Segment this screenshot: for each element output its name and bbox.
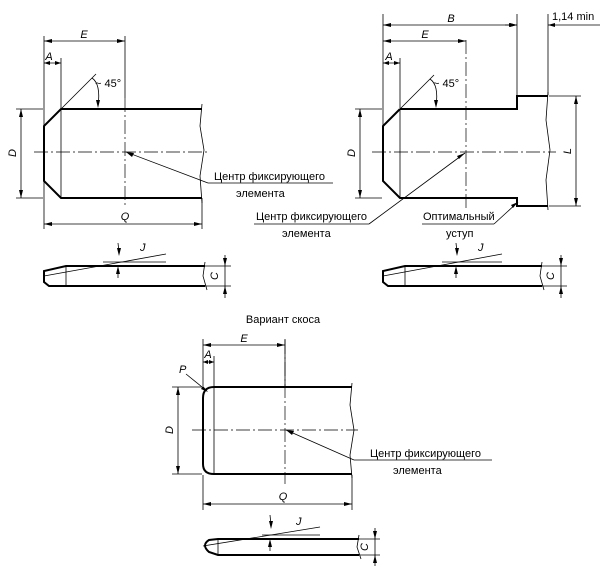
fig2-angle: ~ 45°	[433, 78, 459, 90]
fig3-side-view	[204, 538, 359, 556]
fig3-dim-a: A	[203, 349, 211, 361]
fig1-dim-e: E	[80, 29, 88, 41]
fig1-angle: ~ 45°	[95, 78, 121, 90]
fig2-side-view	[382, 265, 542, 287]
fig2-dim-b: B	[447, 13, 454, 25]
fig3-dim-p: P	[179, 364, 187, 376]
fig2-center-label-1: Центр фиксирующего	[256, 211, 367, 223]
fig1-center-label-1: Центр фиксирующего	[214, 171, 325, 183]
figure-3-rounded-tab: E A P D Q Центр фиксирующего элемента J …	[164, 333, 492, 566]
fig3-center-label-2: элемента	[393, 465, 443, 477]
fig3-dim-e: E	[240, 333, 248, 345]
fig3-center-label-1: Центр фиксирующего	[370, 448, 481, 460]
fig1-center-label-2: элемента	[236, 188, 286, 200]
fig1-side-view	[43, 265, 205, 287]
fig2-center-label-2: элемента	[282, 228, 332, 240]
fig2-dim-e: E	[421, 29, 429, 41]
fig1-dim-d: D	[7, 149, 19, 157]
fig3-dim-j: J	[295, 516, 302, 528]
fig2-dim-d: D	[346, 149, 358, 157]
figure-1-plain-tab: E A ~ 45° D Q Центр фиксирующего элемент…	[7, 29, 333, 298]
fig2-dim-j: J	[477, 242, 484, 254]
fig1-dim-c: C	[209, 272, 221, 280]
fig1-dim-q: Q	[121, 211, 130, 223]
fig2-outline	[382, 108, 548, 207]
fig2-dim-l: L	[562, 148, 574, 154]
fig2-dim-a: A	[384, 51, 392, 63]
fig3-dim-c: C	[359, 543, 371, 551]
fig2-min-gap: 1,14 min	[552, 11, 594, 23]
fig1-dim-j: J	[139, 242, 146, 254]
fig3-dim-d: D	[164, 426, 176, 434]
fig1-dim-a: A	[44, 51, 52, 63]
figure-2-stepped-tab: B 1,14 min E A ~ 45° D L Центр фиксирующ…	[254, 11, 600, 298]
fig1-outline	[43, 108, 202, 199]
chamfer-variant-label: Вариант скоса	[246, 314, 321, 326]
fig2-optimal-label-1: Оптимальный	[423, 211, 495, 223]
fig3-dim-q: Q	[279, 491, 288, 503]
fig2-optimal-label-2: уступ	[446, 228, 474, 240]
fig2-dim-c: C	[545, 272, 557, 280]
fig3-outline	[202, 386, 352, 475]
